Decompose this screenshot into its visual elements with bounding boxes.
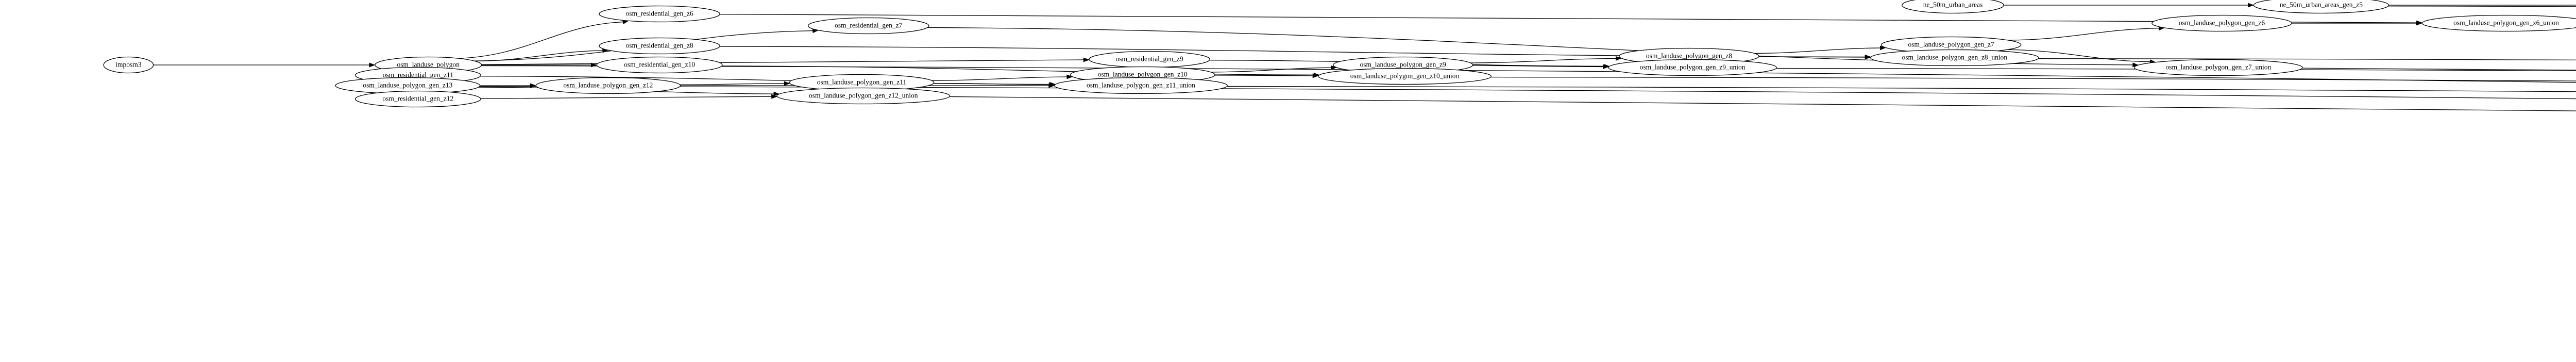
node-shape bbox=[599, 5, 720, 23]
node-osm_residential_gen_z10[interactable]: osm_residential_gen_z10 bbox=[596, 56, 723, 74]
edge-osm_residential_gen_z12-to-osm_landuse_polygon_gen_z12_union bbox=[480, 96, 772, 99]
node-shape bbox=[2253, 0, 2389, 14]
edge-osm_landuse_polygon_gen_z12-to-osm_landuse_polygon_gen_z11 bbox=[680, 83, 785, 85]
edge-osm_residential_gen_z10-to-osm_landuse_polygon_gen_z10_union bbox=[722, 65, 1314, 75]
edge-osm_landuse_polygon_gen_z9-to-osm_landuse_polygon_gen_z9_union bbox=[1472, 65, 1603, 68]
edge-osm_landuse_polygon-to-osm_residential_gen_z9 bbox=[481, 59, 1084, 65]
edge-osm_landuse_polygon_gen_z10-to-osm_landuse_polygon_gen_z10_union bbox=[1214, 75, 1313, 76]
arrowhead bbox=[530, 83, 537, 88]
node-shape bbox=[2134, 59, 2303, 76]
edge-osm_landuse_polygon_gen_z7-to-osm_landuse_polygon_gen_z6 bbox=[2008, 28, 2159, 41]
node-shape bbox=[1054, 77, 1228, 94]
node-osm_residential_gen_z6[interactable]: osm_residential_gen_z6 bbox=[599, 5, 720, 23]
node-osm_residential_gen_z7[interactable]: osm_residential_gen_z7 bbox=[807, 17, 929, 35]
arrowhead bbox=[1616, 56, 1622, 61]
node-shape bbox=[599, 37, 720, 55]
node-osm_landuse_polygon_gen_z9_union[interactable]: osm_landuse_polygon_gen_z9_union bbox=[1608, 59, 1777, 76]
node-shape bbox=[1089, 51, 1210, 68]
node-osm_landuse_polygon_gen_z11_union[interactable]: osm_landuse_polygon_gen_z11_union bbox=[1054, 77, 1228, 94]
edge-osm_landuse_polygon-to-osm_residential_gen_z6 bbox=[458, 22, 623, 59]
edge-osm_landuse_polygon-to-layer_landuse_z14 bbox=[481, 65, 2576, 83]
node-shape bbox=[596, 56, 723, 74]
arrowhead bbox=[1603, 63, 1610, 69]
node-shape bbox=[2151, 14, 2292, 32]
node-osm_landuse_polygon_gen_z6[interactable]: osm_landuse_polygon_gen_z6 bbox=[2151, 14, 2292, 32]
node-osm_residential_gen_z9[interactable]: osm_residential_gen_z9 bbox=[1089, 51, 1210, 68]
node-shape bbox=[1608, 59, 1777, 76]
edge-osm_landuse_polygon-to-osm_residential_gen_z8 bbox=[474, 50, 603, 62]
node-shape bbox=[535, 77, 681, 94]
node-osm_landuse_polygon_gen_z12_union[interactable]: osm_landuse_polygon_gen_z12_union bbox=[776, 87, 951, 105]
node-shape bbox=[1318, 68, 1492, 85]
node-shape bbox=[776, 87, 951, 105]
edge-osm_landuse_polygon_gen_z9-to-osm_landuse_polygon_gen_z8 bbox=[1470, 58, 1616, 63]
node-osm_landuse_polygon_gen_z10_union[interactable]: osm_landuse_polygon_gen_z10_union bbox=[1318, 68, 1492, 85]
node-shape bbox=[807, 17, 929, 35]
arrowhead bbox=[369, 62, 376, 68]
node-osm_landuse_polygon_gen_z6_union[interactable]: osm_landuse_polygon_gen_z6_union bbox=[2421, 14, 2576, 32]
node-osm_residential_gen_z12[interactable]: osm_residential_gen_z12 bbox=[354, 90, 481, 108]
node-shape bbox=[1902, 0, 2004, 14]
edge-osm_landuse_polygon_gen_z8_union-to-layer_landuse_z8 bbox=[2038, 58, 2576, 60]
arrowhead bbox=[771, 94, 778, 99]
arrowhead bbox=[1066, 74, 1073, 79]
arrowhead bbox=[1049, 82, 1056, 87]
node-osm_residential_gen_z8[interactable]: osm_residential_gen_z8 bbox=[599, 37, 720, 55]
node-osm_landuse_polygon_gen_z7_union[interactable]: osm_landuse_polygon_gen_z7_union bbox=[2134, 59, 2303, 76]
node-imposm3[interactable]: imposm3 bbox=[103, 56, 154, 74]
edge-osm_landuse_polygon_gen_z11-to-osm_landuse_polygon_gen_z11_union bbox=[933, 83, 1049, 85]
edge-osm_landuse_polygon_gen_z8-to-osm_landuse_polygon_gen_z7 bbox=[1754, 47, 1880, 54]
node-shape bbox=[1870, 49, 2039, 67]
node-osm_landuse_polygon_gen_z8_union[interactable]: osm_landuse_polygon_gen_z8_union bbox=[1870, 49, 2039, 67]
arrowhead bbox=[1865, 54, 1872, 59]
arrowhead bbox=[784, 81, 790, 86]
arrowhead bbox=[1083, 57, 1090, 62]
arrowhead bbox=[2416, 20, 2423, 25]
edge-osm_landuse_polygon_gen_z10-to-osm_landuse_polygon_gen_z9 bbox=[1211, 67, 1331, 73]
arrowhead bbox=[2248, 3, 2255, 8]
node-ne_50m_urban_areas_gen_z5[interactable]: ne_50m_urban_areas_gen_z5 bbox=[2253, 0, 2389, 14]
edge-osm_landuse_polygon_gen_z12_union-to-layer_landuse_z12 bbox=[949, 96, 2576, 104]
node-ne_50m_urban_areas[interactable]: ne_50m_urban_areas bbox=[1902, 0, 2004, 14]
arrowhead bbox=[773, 91, 780, 96]
node-shape bbox=[354, 90, 481, 108]
node-shape bbox=[103, 56, 154, 74]
edge-osm_landuse_polygon_gen_z7-to-osm_landuse_polygon_gen_z7_union bbox=[2007, 49, 2150, 62]
node-osm_landuse_polygon_gen_z12[interactable]: osm_landuse_polygon_gen_z12 bbox=[535, 77, 681, 94]
edge-osm_landuse_polygon_gen_z9_union-to-layer_landuse_z9 bbox=[1776, 68, 2576, 71]
edge-osm_landuse_polygon_gen_z11-to-osm_landuse_polygon_gen_z10 bbox=[931, 76, 1067, 81]
arrowhead bbox=[1330, 65, 1337, 70]
arrowhead bbox=[1313, 72, 1320, 77]
edge-osm_landuse_polygon_gen_z13-to-layer_landuse_z13 bbox=[479, 86, 2576, 100]
node-shape bbox=[2421, 14, 2576, 32]
